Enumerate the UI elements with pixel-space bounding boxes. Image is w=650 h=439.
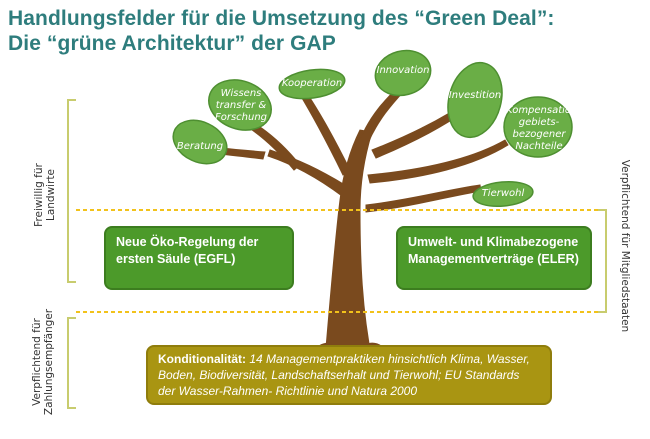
leaf-tierwohl bbox=[472, 181, 534, 207]
konditionalitaet-text: 14 Managementpraktiken hinsichtlich Klim… bbox=[158, 352, 530, 398]
leaf-label-kooperation: Kooperation bbox=[281, 78, 343, 89]
leaf-label-tierwohl: Tierwohl bbox=[481, 188, 525, 199]
title-line-2: Die “grüne Architektur” der GAP bbox=[8, 32, 336, 55]
leaf-label-innovation: Innovation bbox=[376, 65, 430, 76]
leaf-wissens bbox=[208, 79, 272, 131]
leaf-label-investition: Investition bbox=[448, 90, 502, 101]
left-bracket-top bbox=[67, 99, 76, 283]
leaf-kompensation bbox=[503, 96, 573, 158]
side-label-verpflichtend-mitgliedstaaten: Verpflichtend für Mitgliedstaaten bbox=[619, 159, 631, 333]
leaf-label-beratung: Beratung bbox=[176, 141, 224, 152]
title-line-1: Handlungsfelder für die Umsetzung des “G… bbox=[8, 7, 555, 30]
page-title: Handlungsfelder für die Umsetzung des “G… bbox=[8, 6, 648, 56]
box-umwelt-klima: Umwelt- und Klimabezogene Managementvert… bbox=[396, 226, 592, 290]
right-bracket bbox=[598, 209, 607, 313]
konditionalitaet-label: Konditionalität: bbox=[158, 352, 246, 366]
box-konditionalitaet: Konditionalität: 14 Managementpraktiken … bbox=[146, 345, 552, 405]
side-label-freiwillig: Freiwillig für Landwirte bbox=[33, 163, 57, 227]
leaf-beratung bbox=[172, 119, 228, 165]
leaf-label-wissens: Wissens transfer & Forschung bbox=[214, 88, 268, 123]
leaf-innovation bbox=[374, 49, 432, 97]
side-label-verpflichtend-zahlung: Verpflichtend für Zahlungsempfänger bbox=[31, 308, 55, 416]
leaf-investition bbox=[447, 61, 503, 139]
leaf-kooperation bbox=[278, 68, 346, 100]
box-oeko-regelung: Neue Öko-Regelung der ersten Säule (EGFL… bbox=[104, 226, 294, 290]
leaf-label-kompensation: Kompensation gebiets-bezogener Nachteile bbox=[506, 105, 578, 152]
left-bracket-bottom bbox=[67, 317, 76, 409]
